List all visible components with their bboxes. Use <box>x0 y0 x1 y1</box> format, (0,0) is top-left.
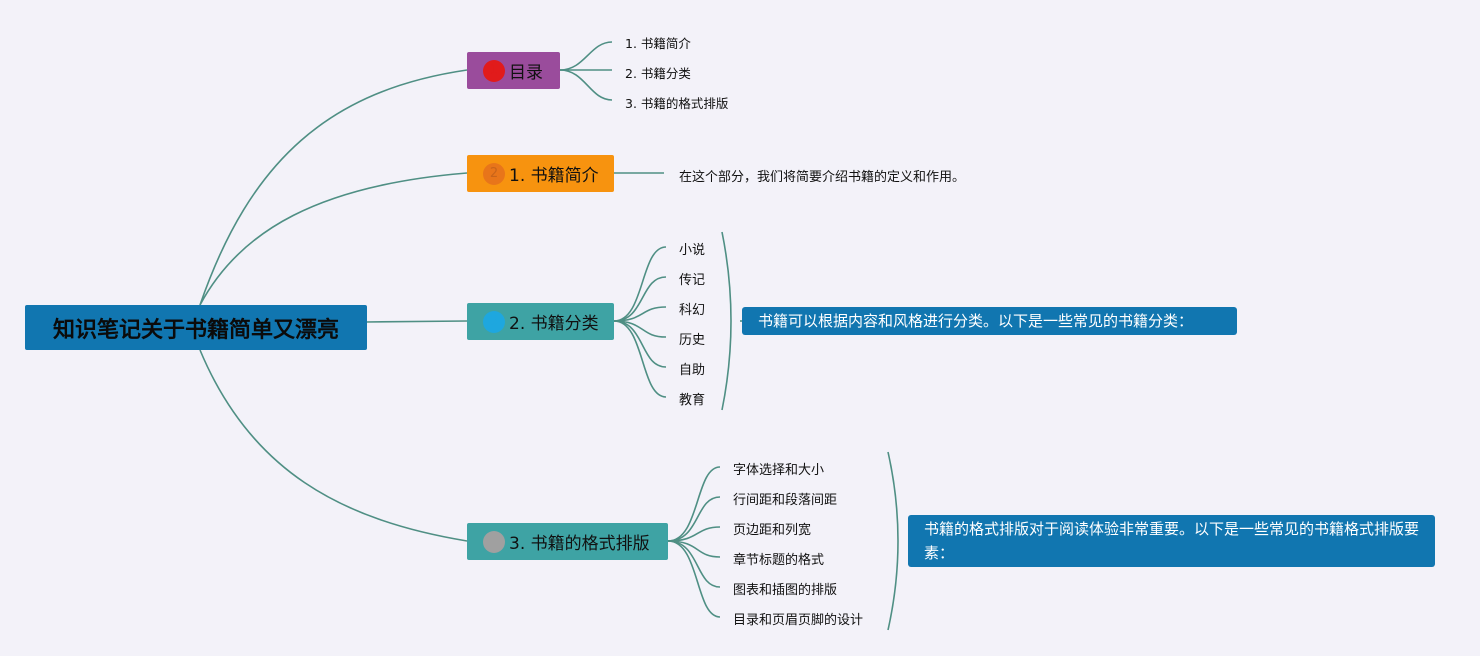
category-novel[interactable]: 小说 <box>679 243 706 258</box>
category-scifi[interactable]: 科幻 <box>679 303 706 318</box>
layout-summary[interactable]: 书籍的格式排版对于阅读体验非常重要。以下是一些常见的书籍格式排版要素： <box>908 515 1435 567</box>
root-topic[interactable]: 知识笔记关于书籍简单又漂亮 <box>25 305 367 350</box>
layout-item-headings[interactable]: 章节标题的格式 <box>733 553 825 568</box>
layout-item-toc-header-footer[interactable]: 目录和页眉页脚的设计 <box>733 613 864 628</box>
categories-summary[interactable]: 书籍可以根据内容和风格进行分类。以下是一些常见的书籍分类： <box>742 307 1237 335</box>
number-3-icon: 3 <box>483 310 505 333</box>
number-2-icon: 2 <box>483 162 505 185</box>
branch-intro-label: 1. 书籍简介 <box>509 166 599 186</box>
intro-description[interactable]: 在这个部分，我们将简要介绍书籍的定义和作用。 <box>679 170 966 185</box>
layout-item-figures[interactable]: 图表和插图的排版 <box>733 583 838 598</box>
category-history[interactable]: 历史 <box>679 333 706 348</box>
branch-layout[interactable]: 4 3. 书籍的格式排版 <box>467 523 668 560</box>
branch-layout-label: 3. 书籍的格式排版 <box>509 534 650 554</box>
layout-item-spacing[interactable]: 行间距和段落间距 <box>733 493 838 508</box>
category-biography[interactable]: 传记 <box>679 273 706 288</box>
category-self-help[interactable]: 自助 <box>679 363 706 378</box>
category-education[interactable]: 教育 <box>679 393 706 408</box>
branch-toc[interactable]: 1 目录 <box>467 52 560 89</box>
branch-categories[interactable]: 3 2. 书籍分类 <box>467 303 614 340</box>
number-1-icon: 1 <box>483 59 505 82</box>
branch-categories-label: 2. 书籍分类 <box>509 314 599 334</box>
toc-item-1[interactable]: 1. 书籍简介 <box>625 36 691 51</box>
toc-item-3[interactable]: 3. 书籍的格式排版 <box>625 96 729 111</box>
toc-item-2[interactable]: 2. 书籍分类 <box>625 66 691 81</box>
number-4-icon: 4 <box>483 530 505 553</box>
layout-item-font[interactable]: 字体选择和大小 <box>733 463 825 478</box>
layout-item-margins[interactable]: 页边距和列宽 <box>733 523 812 538</box>
branch-toc-label: 目录 <box>509 63 543 83</box>
branch-intro[interactable]: 2 1. 书籍简介 <box>467 155 614 192</box>
root-topic-label: 知识笔记关于书籍简单又漂亮 <box>52 317 339 343</box>
